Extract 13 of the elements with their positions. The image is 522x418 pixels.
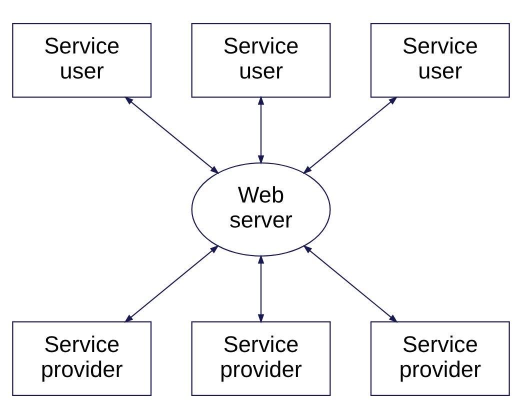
arrow bbox=[124, 244, 219, 322]
node-ellipse: Web server bbox=[191, 162, 331, 256]
node-box: Service provider bbox=[12, 320, 152, 396]
arrow bbox=[258, 254, 264, 323]
node-box: Service user bbox=[12, 22, 152, 98]
arrow bbox=[124, 96, 220, 174]
arrow bbox=[258, 95, 264, 164]
node-box: Service provider bbox=[191, 320, 331, 396]
node-box: Service provider bbox=[370, 320, 510, 396]
arrow bbox=[303, 244, 398, 322]
arrow bbox=[302, 96, 398, 174]
node-box: Service user bbox=[370, 22, 510, 98]
node-box: Service user bbox=[191, 22, 331, 98]
